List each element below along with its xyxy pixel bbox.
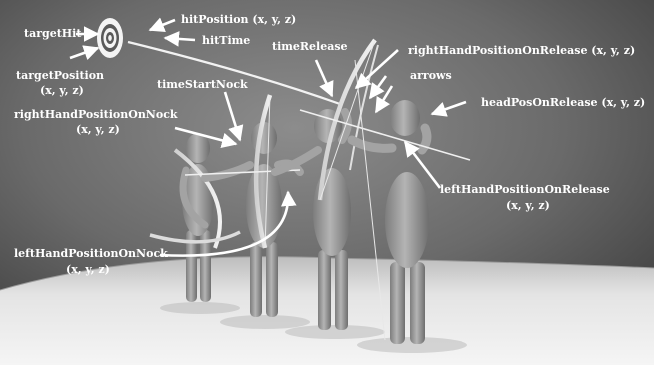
label-time-release: timeRelease <box>272 40 348 53</box>
label-right-hand-on-nock: rightHandPositionOnNock <box>14 108 178 121</box>
label-target-hit: targetHit <box>24 27 82 40</box>
target-icon <box>97 18 123 58</box>
label-left-hand-on-release-xyz: (x, y, z) <box>506 199 550 212</box>
label-left-hand-on-nock: leftHandPositionOnNock <box>14 247 168 260</box>
label-time-start-nock: timeStartNock <box>157 78 248 91</box>
label-hit-time: hitTime <box>202 34 250 47</box>
label-left-hand-on-release: leftHandPositionOnRelease <box>440 183 610 196</box>
label-arrows: arrows <box>410 69 452 82</box>
label-target-position: targetPosition <box>16 69 104 82</box>
label-target-position-xyz: (x, y, z) <box>40 84 84 97</box>
label-head-pos-on-release: headPosOnRelease (x, y, z) <box>481 96 645 109</box>
label-right-hand-on-nock-xyz: (x, y, z) <box>76 123 120 136</box>
label-right-hand-on-release: rightHandPositionOnRelease (x, y, z) <box>408 44 635 57</box>
label-hit-position: hitPosition (x, y, z) <box>181 13 296 26</box>
label-left-hand-on-nock-xyz: (x, y, z) <box>66 263 110 276</box>
